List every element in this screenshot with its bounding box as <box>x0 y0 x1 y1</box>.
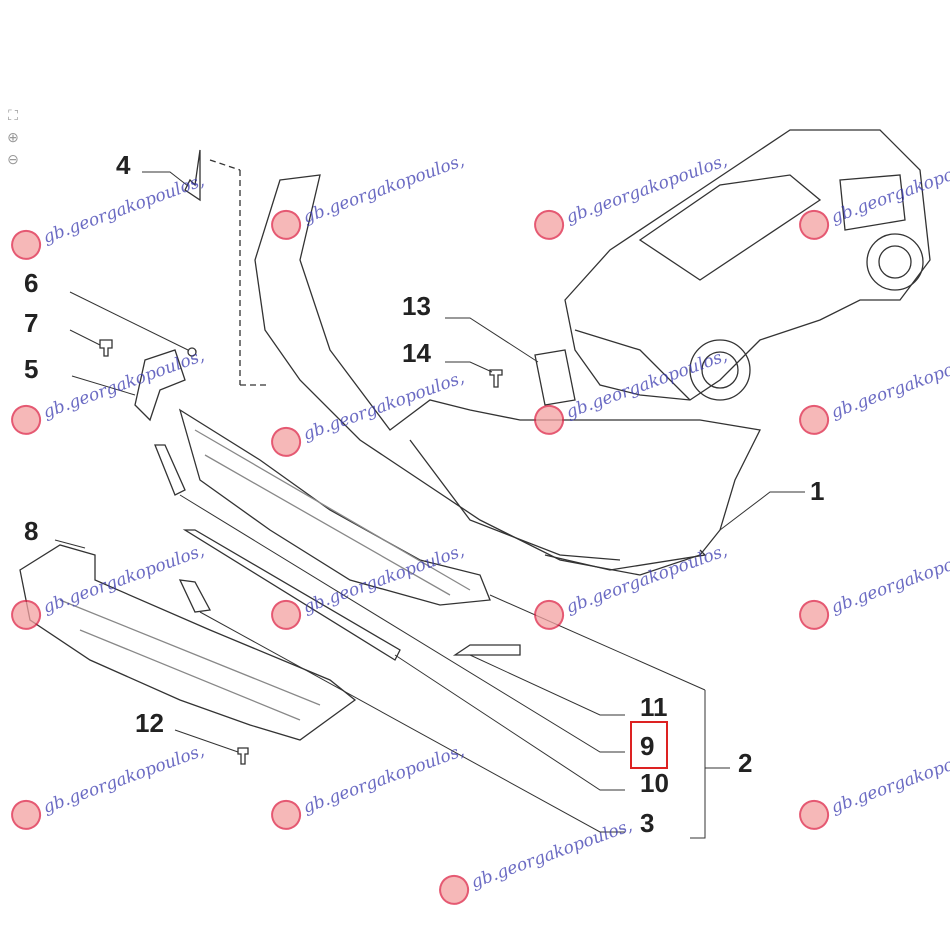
callout-12[interactable]: 12 <box>135 708 164 738</box>
callout-3[interactable]: 3 <box>640 808 655 838</box>
highlight-box <box>630 721 668 769</box>
callout-1[interactable]: 1 <box>810 476 825 506</box>
part-2-grille <box>178 408 491 606</box>
part-5 <box>134 349 186 422</box>
part-7 <box>99 339 113 357</box>
callout-9[interactable]: 9 <box>640 731 655 761</box>
part-3 <box>178 579 212 613</box>
part-13-bracket <box>534 349 576 406</box>
callout-13[interactable]: 13 <box>402 291 431 321</box>
callout-11[interactable]: 11 <box>640 692 668 722</box>
zoom-in-icon[interactable]: ⊕ <box>7 129 19 145</box>
part-8-undertray <box>19 544 357 741</box>
part-10 <box>154 444 186 496</box>
zoom-out-icon[interactable]: ⊖ <box>7 151 19 167</box>
part-12-clip <box>237 747 249 765</box>
leader-lines <box>54 171 805 839</box>
callout-14[interactable]: 14 <box>402 338 431 368</box>
callout-6[interactable]: 6 <box>24 268 39 298</box>
vehicle-illustration <box>564 129 931 401</box>
part-1-bumper <box>254 174 761 576</box>
part-11-strip <box>182 529 401 661</box>
part-9 <box>452 644 521 656</box>
callout-2[interactable]: 2 <box>738 748 753 778</box>
callout-8[interactable]: 8 <box>24 516 39 546</box>
callout-7[interactable]: 7 <box>24 308 39 338</box>
part-6 <box>187 347 197 357</box>
callout-4[interactable]: 4 <box>116 150 131 180</box>
part-14-screw <box>489 369 503 388</box>
callout-5[interactable]: 5 <box>24 354 39 384</box>
fit-icon[interactable]: ⛶ <box>8 107 18 123</box>
callout-10[interactable]: 10 <box>640 768 669 798</box>
